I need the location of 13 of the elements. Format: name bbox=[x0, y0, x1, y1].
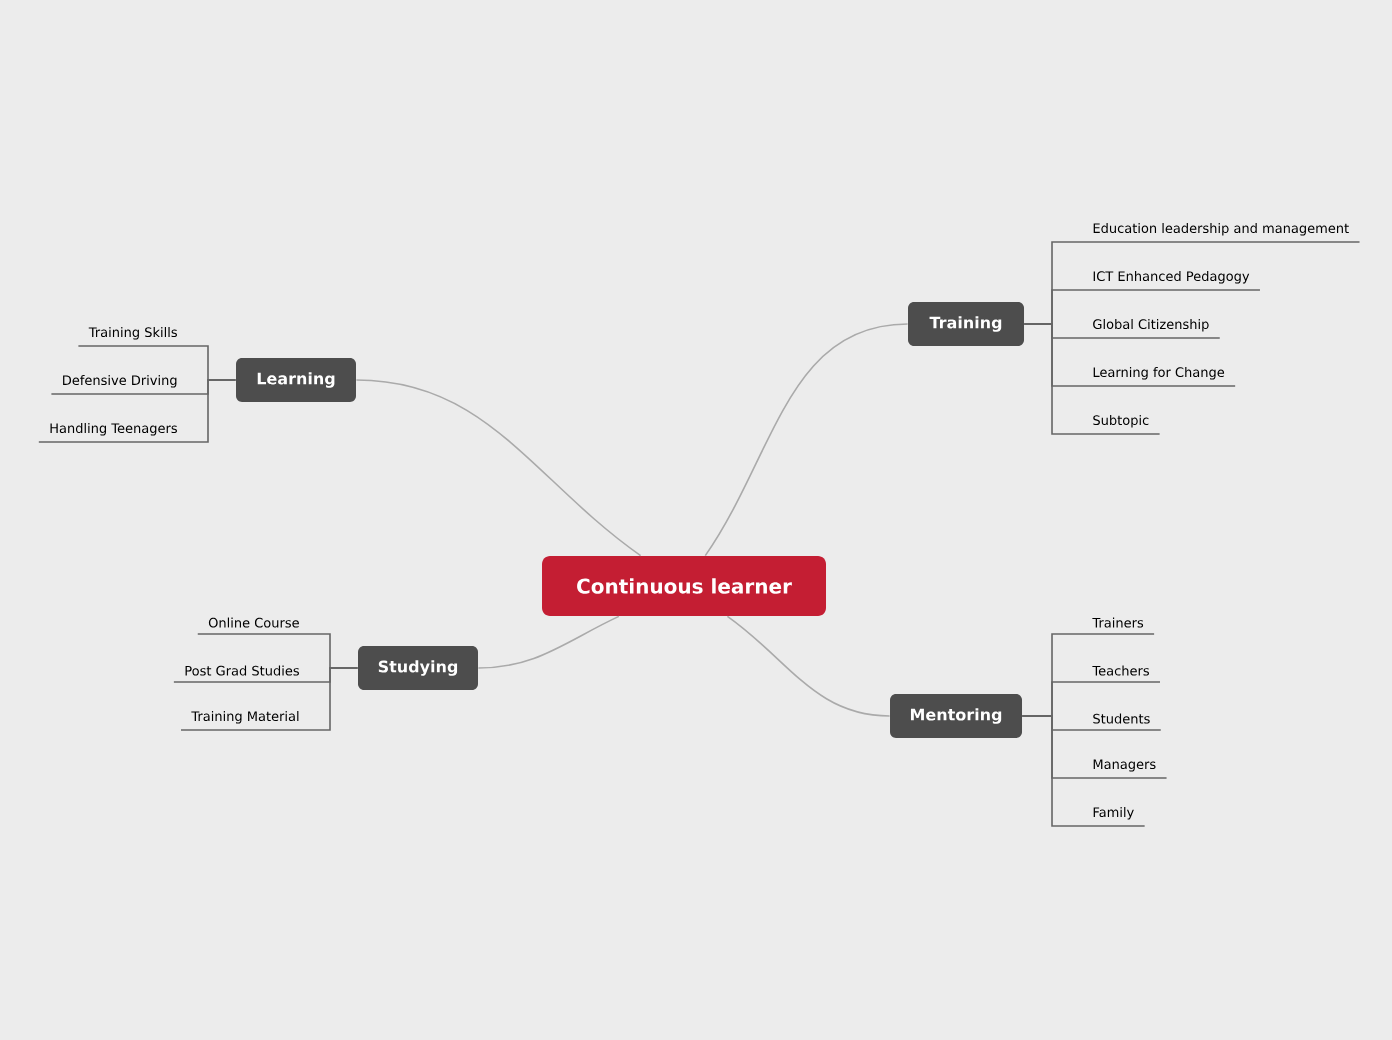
branch-line bbox=[1021, 715, 1146, 827]
branch-line bbox=[180, 667, 359, 731]
topic-box: Studying bbox=[358, 646, 478, 690]
connector-line bbox=[355, 379, 642, 557]
central-topic-box: Continuous learner bbox=[542, 556, 826, 616]
connector-line bbox=[704, 323, 909, 557]
topic-box: Training bbox=[908, 302, 1024, 346]
branch-line bbox=[1023, 323, 1161, 435]
connector-line bbox=[477, 615, 620, 669]
topic-box: Learning bbox=[236, 358, 356, 402]
topic-box: Mentoring bbox=[890, 694, 1022, 738]
connector-line bbox=[726, 615, 891, 717]
branch-line bbox=[38, 379, 237, 443]
